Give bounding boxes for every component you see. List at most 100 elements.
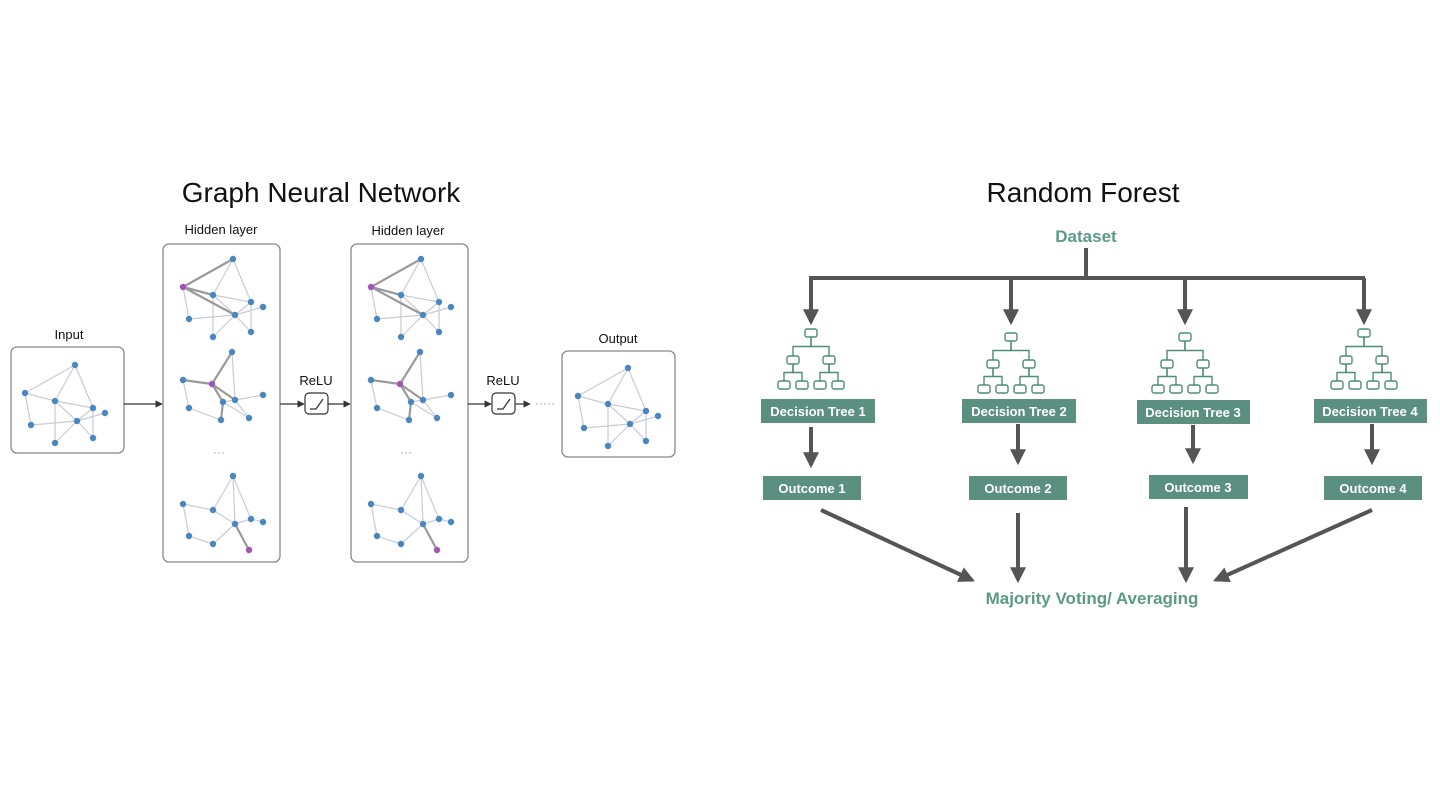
output-graph bbox=[574, 364, 662, 450]
decision-tree-1-box bbox=[761, 399, 875, 423]
graph-node bbox=[407, 398, 415, 406]
decision-tree-2-label: Decision Tree 2 bbox=[971, 404, 1066, 419]
arrow-outcome4-to-aggregate bbox=[1213, 508, 1373, 583]
graph-node bbox=[626, 420, 634, 428]
graph-edge bbox=[234, 399, 250, 419]
hidden-layer-1-box bbox=[162, 243, 281, 563]
graph-edge bbox=[188, 314, 236, 320]
graph-node bbox=[259, 518, 267, 526]
trailing-dots: ····· bbox=[535, 396, 555, 410]
graph-edge bbox=[370, 379, 378, 409]
graph-edge bbox=[627, 367, 647, 412]
tree-node-shape bbox=[1357, 328, 1371, 338]
graph-node bbox=[259, 303, 267, 311]
aggregate-label: Majority Voting/ Averaging bbox=[986, 589, 1199, 608]
graph-edge bbox=[400, 314, 424, 338]
graph-edge bbox=[376, 314, 424, 320]
graph-node bbox=[259, 391, 267, 399]
graph-edge bbox=[212, 294, 236, 316]
graph-node bbox=[447, 518, 455, 526]
tree-branch bbox=[1019, 368, 1030, 385]
tree-node-shape bbox=[804, 328, 818, 338]
hidden-2-graph-a bbox=[367, 255, 455, 341]
graph-edge bbox=[54, 400, 78, 422]
graph-edge bbox=[212, 475, 234, 511]
tree-branch bbox=[792, 337, 812, 356]
graph-edge bbox=[234, 306, 264, 316]
graph-node bbox=[435, 515, 443, 523]
output-label: Output bbox=[598, 331, 637, 346]
graph-edge bbox=[422, 306, 452, 316]
graph-edge bbox=[212, 258, 234, 296]
graph-edge-highlight bbox=[182, 258, 234, 288]
graph-node bbox=[624, 364, 632, 372]
graph-edge bbox=[422, 314, 440, 333]
outcome-3-label: Outcome 3 bbox=[1164, 480, 1231, 495]
graph-node bbox=[417, 255, 425, 263]
graph-edge bbox=[370, 286, 378, 320]
input-graph bbox=[21, 361, 109, 447]
graph-edge bbox=[182, 379, 190, 409]
tree-node-shape bbox=[986, 359, 1000, 369]
graph-node bbox=[101, 409, 109, 417]
tree-node-shape bbox=[1151, 384, 1165, 394]
tree-branch bbox=[992, 368, 1003, 385]
graph-node bbox=[89, 404, 97, 412]
tree-node-shape bbox=[1366, 380, 1380, 390]
hidden-2-graph-b bbox=[367, 348, 455, 424]
graph-node bbox=[419, 520, 427, 528]
graph-edge-highlight bbox=[211, 383, 236, 401]
graph-edge bbox=[400, 475, 422, 511]
tree-4-icon bbox=[1330, 328, 1398, 390]
graph-node bbox=[416, 348, 424, 356]
tree-node-shape bbox=[822, 355, 836, 365]
graph-edge bbox=[607, 403, 647, 412]
graph-edge bbox=[232, 475, 252, 520]
decision-tree-3-label: Decision Tree 3 bbox=[1145, 405, 1240, 420]
graph-node bbox=[247, 515, 255, 523]
graph-node bbox=[179, 500, 187, 508]
hidden-layer-2-box bbox=[350, 243, 469, 563]
graph-edge-highlight bbox=[370, 286, 424, 316]
graph-node bbox=[367, 500, 375, 508]
graph-edge bbox=[24, 392, 32, 426]
hidden-1-graph-c bbox=[179, 472, 267, 554]
graph-node bbox=[435, 328, 443, 336]
outcome-4-box bbox=[1324, 476, 1422, 500]
graph-node bbox=[21, 389, 29, 397]
tree-branch bbox=[783, 364, 794, 381]
graph-node bbox=[208, 380, 216, 388]
relu-2-label: ReLU bbox=[486, 373, 519, 388]
graph-edge bbox=[234, 394, 264, 401]
graph-edge bbox=[231, 351, 236, 401]
graph-edge bbox=[400, 294, 440, 303]
tree-branch bbox=[1381, 364, 1392, 381]
graph-edge bbox=[419, 351, 424, 401]
graph-edge bbox=[422, 399, 438, 419]
graph-edge bbox=[577, 395, 585, 429]
graph-node bbox=[219, 398, 227, 406]
input-graph-box bbox=[10, 346, 125, 454]
graph-edge bbox=[212, 509, 236, 525]
graph-node bbox=[209, 540, 217, 548]
tree-branch bbox=[992, 341, 1012, 360]
tree-branch bbox=[1336, 364, 1347, 381]
graph-node bbox=[209, 291, 217, 299]
graph-node bbox=[367, 376, 375, 384]
tree-branch bbox=[1193, 368, 1204, 385]
graph-edge bbox=[188, 535, 214, 545]
decision-tree-4-box bbox=[1314, 399, 1427, 423]
graph-node bbox=[185, 532, 193, 540]
tree-node-shape bbox=[1013, 384, 1027, 394]
graph-edge bbox=[54, 364, 76, 402]
graph-edge bbox=[607, 403, 631, 425]
arrow-outcome1-to-aggregate bbox=[820, 508, 975, 582]
tree-node-shape bbox=[1178, 332, 1192, 342]
graph-edge bbox=[370, 503, 402, 511]
input-label: Input bbox=[55, 327, 84, 342]
outcome-2-box bbox=[969, 476, 1067, 500]
graph-edge bbox=[422, 394, 452, 401]
graph-node bbox=[89, 434, 97, 442]
tree-branch bbox=[1345, 337, 1365, 356]
graph-node bbox=[51, 397, 59, 405]
